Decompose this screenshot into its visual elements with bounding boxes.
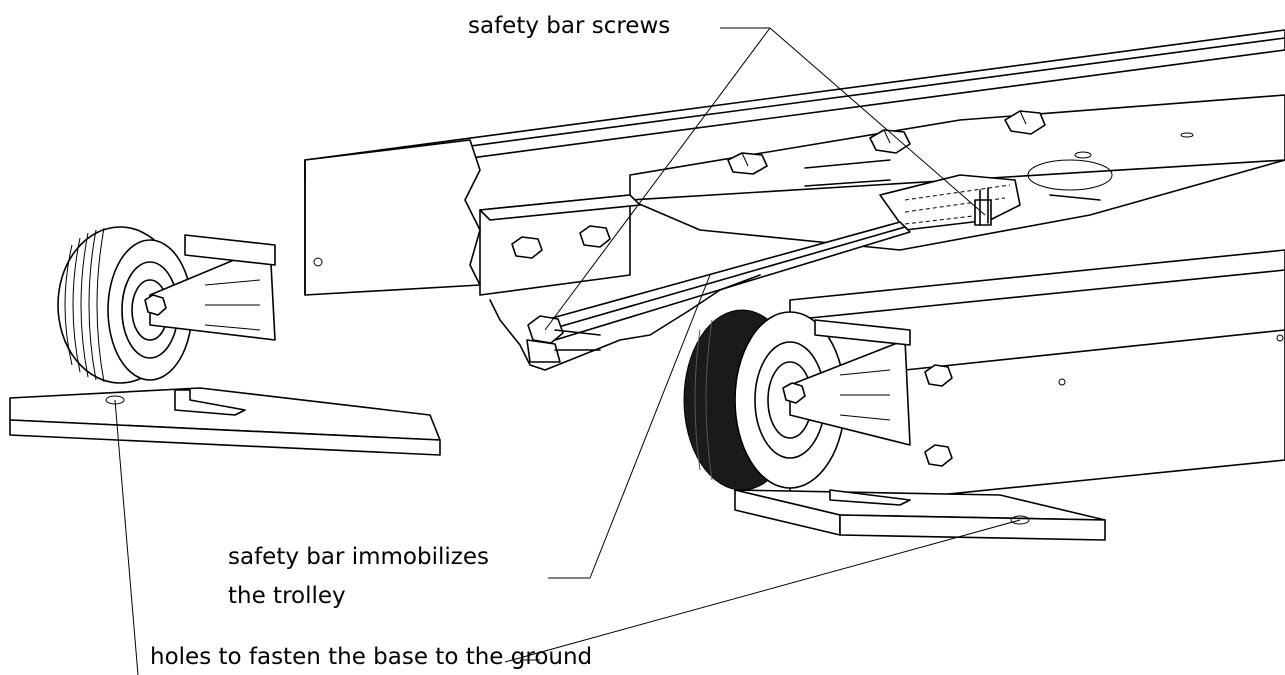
safety-bar <box>489 187 989 371</box>
right-mount-hole <box>1010 515 1030 525</box>
plate-bolts <box>727 110 1101 201</box>
hex-bolt-1 <box>727 152 768 175</box>
label-holes: holes to fasten the base to the ground <box>150 644 593 670</box>
safety-latch <box>879 174 1021 231</box>
label-safety-bar-line-2: the trolley <box>228 583 346 609</box>
beam-bolt-2 <box>579 225 611 248</box>
side-bolt-1 <box>924 364 953 387</box>
leader-lines <box>114 27 1021 675</box>
hex-bolt-2 <box>869 129 911 154</box>
side-bolt-2 <box>924 444 953 467</box>
left-wheel-tread <box>64 227 105 383</box>
left-foot <box>9 387 441 456</box>
right-caster <box>683 309 911 506</box>
left-housing <box>304 139 481 296</box>
label-safety-bar-screws: safety bar screws <box>468 13 671 39</box>
pins <box>804 159 1101 201</box>
hex-bolt-3 <box>1004 110 1046 135</box>
right-wheel-tread <box>694 319 713 481</box>
right-foot <box>734 489 1106 541</box>
beam-bolt-1 <box>511 236 543 259</box>
left-caster <box>57 226 276 416</box>
cross-beam <box>479 194 641 296</box>
safety-bar-screw-right <box>979 187 989 226</box>
label-safety-bar-line-1: safety bar immobilizes <box>228 544 489 570</box>
